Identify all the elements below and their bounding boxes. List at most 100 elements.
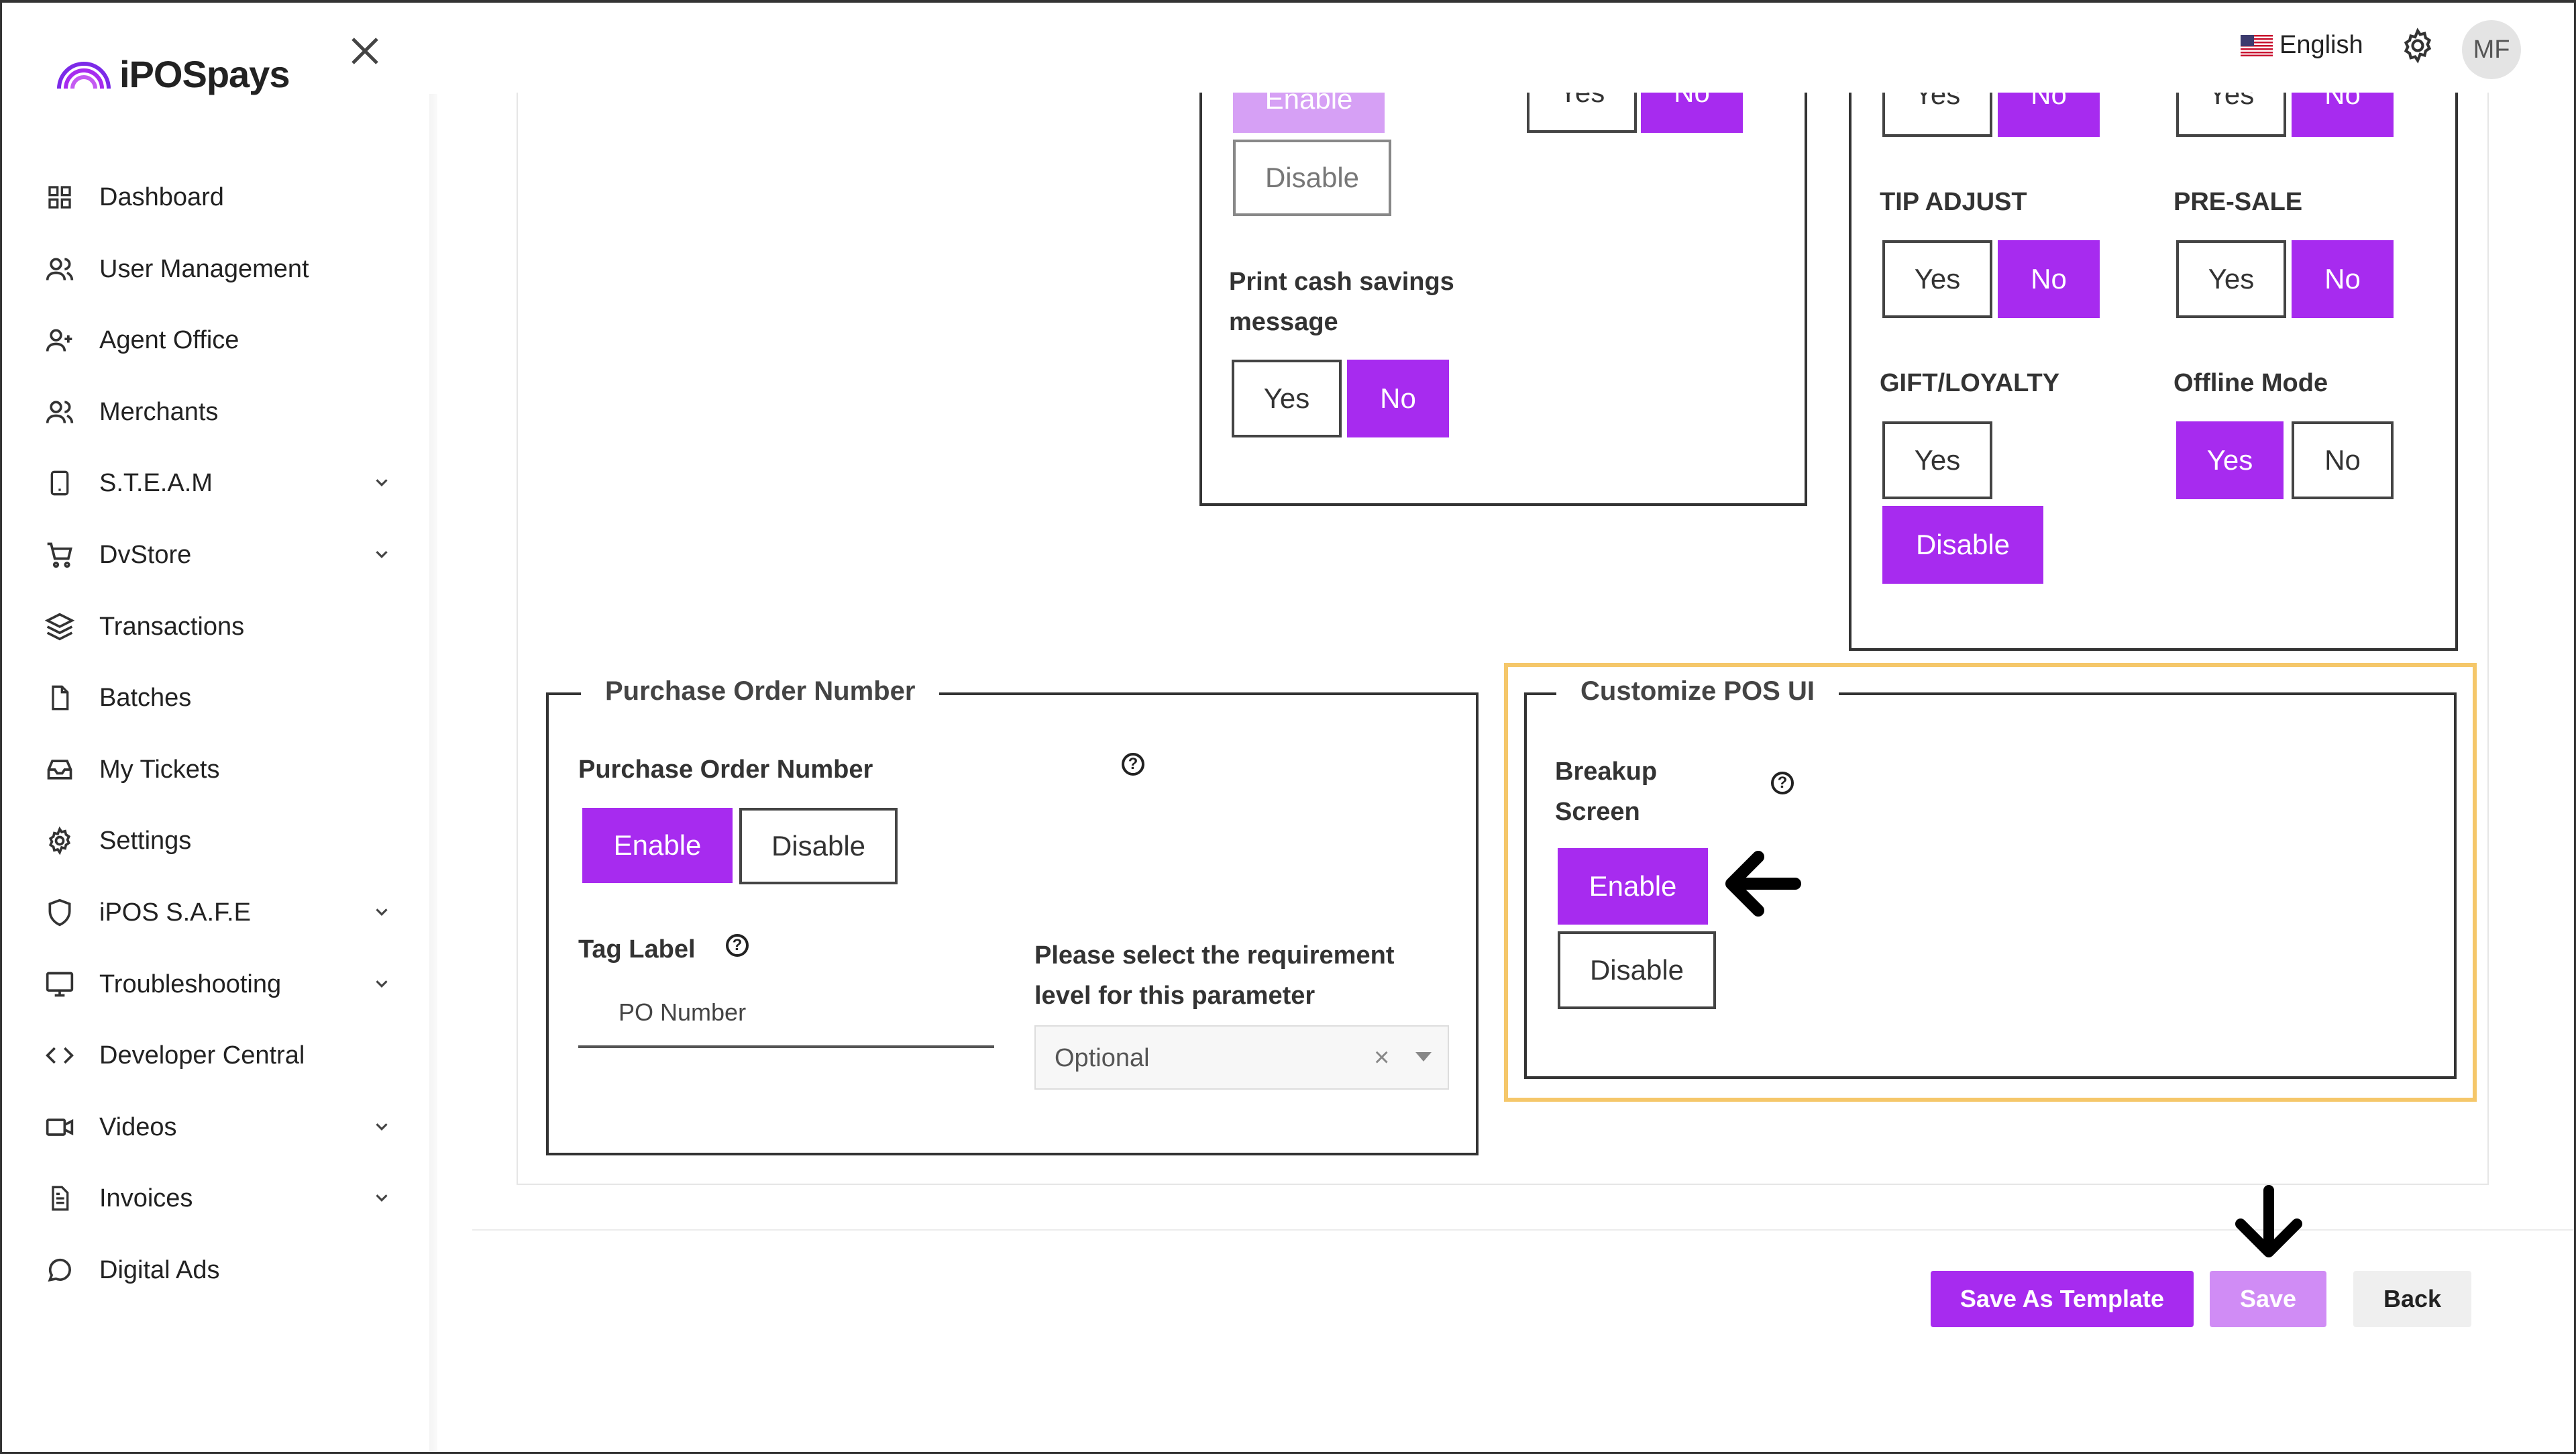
- sidebar-item-transactions[interactable]: Transactions: [43, 600, 392, 654]
- pre-sale-yes-button[interactable]: Yes: [2176, 240, 2286, 318]
- language-selector[interactable]: English: [2241, 31, 2363, 60]
- sidebar-item-videos[interactable]: Videos: [43, 1100, 392, 1154]
- layers-icon: [43, 610, 76, 643]
- tag-help-icon[interactable]: ?: [726, 934, 749, 957]
- breakup-screen-label: Breakup Screen: [1555, 751, 1657, 832]
- logo[interactable]: iPOSpays: [55, 52, 290, 96]
- print-cash-no-button[interactable]: No: [1347, 360, 1449, 437]
- sidebar-item-label: Transactions: [99, 612, 245, 641]
- sidebar-item-label: Videos: [99, 1112, 177, 1141]
- pre-sale-no-button[interactable]: No: [2292, 240, 2394, 318]
- tip-adjust-yes-button[interactable]: Yes: [1882, 240, 1992, 318]
- tip-adjust-label: TIP ADJUST: [1880, 188, 2027, 216]
- save-as-template-button[interactable]: Save As Template: [1931, 1271, 2194, 1327]
- breakup-help-icon[interactable]: ?: [1771, 772, 1794, 794]
- chevron-down-icon[interactable]: [372, 902, 392, 925]
- yes-button[interactable]: Yes: [1527, 93, 1637, 133]
- main-content: Enable Disable Yes No Print cash savings…: [443, 93, 2576, 1454]
- sidebar-item-developer-central[interactable]: Developer Central: [43, 1029, 392, 1082]
- sidebar-item-s-t-e-a-m[interactable]: S.T.E.A.M: [43, 456, 392, 510]
- chevron-down-icon[interactable]: [372, 1117, 392, 1140]
- chevron-down-icon[interactable]: [372, 544, 392, 568]
- monitor-icon: [43, 968, 76, 1001]
- avatar[interactable]: MF: [2462, 20, 2521, 79]
- chevron-down-icon[interactable]: [372, 472, 392, 496]
- requirement-select[interactable]: Optional ×: [1034, 1025, 1449, 1090]
- help-icon[interactable]: ?: [1122, 753, 1144, 776]
- sidebar-item-digital-ads[interactable]: Digital Ads: [43, 1243, 392, 1297]
- requirement-select-value: Optional: [1055, 1044, 1150, 1072]
- chevron-down-icon[interactable]: [372, 1188, 392, 1211]
- sidebar-item-label: User Management: [99, 254, 309, 283]
- gift-loyalty-yes-button[interactable]: Yes: [1882, 421, 1992, 499]
- file-icon: [43, 681, 76, 715]
- row0-no-a-button[interactable]: No: [1998, 93, 2100, 137]
- sidebar-item-label: S.T.E.A.M: [99, 468, 213, 497]
- sidebar-item-label: Dashboard: [99, 183, 224, 211]
- sidebar-item-troubleshooting[interactable]: Troubleshooting: [43, 957, 392, 1011]
- no-button[interactable]: No: [1641, 93, 1743, 133]
- breakup-label-line2: Screen: [1555, 798, 1640, 826]
- tip-adjust-no-button[interactable]: No: [1998, 240, 2100, 318]
- print-settings-panel: [1199, 93, 1807, 506]
- sidebar-item-label: Merchants: [99, 397, 219, 426]
- grid-icon: [43, 180, 76, 214]
- purchase-order-disable-button[interactable]: Disable: [739, 808, 898, 884]
- payment-options-panel: [1849, 93, 2458, 651]
- footer-divider: [472, 1229, 2576, 1231]
- sidebar-divider: [429, 94, 437, 1454]
- save-button[interactable]: Save: [2210, 1271, 2326, 1327]
- sidebar-item-dashboard[interactable]: Dashboard: [43, 170, 392, 224]
- sidebar-item-label: Agent Office: [99, 325, 239, 354]
- users-icon: [43, 395, 76, 429]
- chevron-down-icon[interactable]: [372, 974, 392, 997]
- arrow-down-icon: [2229, 1185, 2309, 1266]
- print-cash-label-line1: Print cash savings: [1229, 268, 1454, 296]
- requirement-label-line2: level for this parameter: [1034, 982, 1316, 1010]
- breakup-disable-button[interactable]: Disable: [1558, 931, 1716, 1009]
- pre-sale-label: PRE-SALE: [2174, 188, 2303, 216]
- sidebar-item-dvstore[interactable]: DvStore: [43, 528, 392, 582]
- purchase-order-enable-button[interactable]: Enable: [582, 808, 733, 883]
- sidebar-item-batches[interactable]: Batches: [43, 671, 392, 725]
- sidebar-item-invoices[interactable]: Invoices: [43, 1172, 392, 1225]
- cart-icon: [43, 538, 76, 572]
- gift-loyalty-label: GIFT/LOYALTY: [1880, 369, 2060, 397]
- inbox-icon: [43, 753, 76, 786]
- close-sidebar-icon[interactable]: [350, 30, 380, 72]
- offline-mode-no-button[interactable]: No: [2292, 421, 2394, 499]
- tag-label-input[interactable]: PO Number: [578, 985, 994, 1048]
- sidebar-item-user-management[interactable]: User Management: [43, 242, 392, 296]
- user-plus-icon: [43, 323, 76, 357]
- enable-button[interactable]: Enable: [1233, 93, 1385, 133]
- offline-mode-yes-button[interactable]: Yes: [2176, 421, 2284, 499]
- row0-yes-b-button[interactable]: Yes: [2176, 93, 2286, 137]
- video-icon: [43, 1110, 76, 1144]
- breakup-label-line1: Breakup: [1555, 758, 1658, 786]
- sidebar-item-settings[interactable]: Settings: [43, 814, 392, 868]
- document-icon: [43, 1182, 76, 1215]
- sidebar-item-label: My Tickets: [99, 755, 220, 784]
- print-cash-yes-button[interactable]: Yes: [1232, 360, 1342, 437]
- sidebar-item-label: DvStore: [99, 540, 192, 569]
- sidebar-item-label: Developer Central: [99, 1041, 305, 1070]
- row0-yes-a-button[interactable]: Yes: [1882, 93, 1992, 137]
- sidebar-item-agent-office[interactable]: Agent Office: [43, 313, 392, 367]
- gift-loyalty-disable-button[interactable]: Disable: [1882, 506, 2043, 584]
- dropdown-arrow-icon[interactable]: [1415, 1052, 1432, 1061]
- sidebar-item-label: Troubleshooting: [99, 970, 282, 998]
- back-button[interactable]: Back: [2353, 1271, 2471, 1327]
- disable-button[interactable]: Disable: [1233, 140, 1391, 216]
- gear-icon: [43, 824, 76, 858]
- customize-pos-legend: Customize POS UI: [1556, 676, 1839, 707]
- row0-no-b-button[interactable]: No: [2292, 93, 2394, 137]
- settings-gear-icon[interactable]: [2399, 27, 2436, 68]
- sidebar-item-merchants[interactable]: Merchants: [43, 385, 392, 439]
- clear-selection-icon[interactable]: ×: [1374, 1043, 1390, 1072]
- rainbow-logo-icon: [57, 61, 111, 89]
- sidebar-item-my-tickets[interactable]: My Tickets: [43, 743, 392, 796]
- sidebar-item-label: Settings: [99, 826, 192, 855]
- requirement-label: Please select the requirement level for …: [1034, 935, 1394, 1016]
- breakup-enable-button[interactable]: Enable: [1558, 848, 1708, 925]
- sidebar-item-ipos-s-a-f-e[interactable]: iPOS S.A.F.E: [43, 886, 392, 939]
